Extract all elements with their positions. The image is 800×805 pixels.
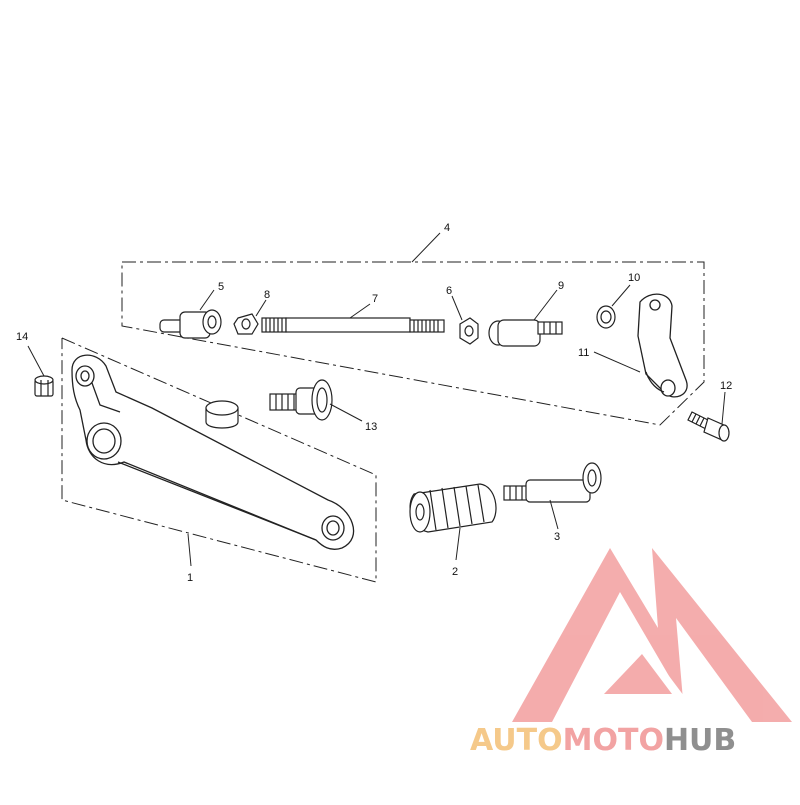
callout-5: 5 — [218, 281, 224, 293]
callout-12: 12 — [720, 380, 732, 392]
bushing — [205, 400, 239, 429]
wordmark-moto: MOTO — [563, 723, 664, 758]
shift-arm-11 — [637, 293, 688, 398]
nut-14 — [34, 375, 54, 397]
assembly-outline-lower — [61, 337, 377, 583]
rod-end-5 — [159, 309, 222, 339]
watermark-wordmark: AUTOMOTOHUB — [470, 723, 736, 758]
callout-13: 13 — [365, 421, 377, 433]
rod-end-9 — [488, 319, 563, 347]
callout-4: 4 — [444, 222, 450, 234]
nut-8 — [233, 313, 259, 335]
callout-9: 9 — [558, 280, 564, 292]
washer-10 — [596, 305, 616, 329]
callout-14: 14 — [16, 331, 28, 343]
watermark-logo-icon — [512, 548, 792, 722]
foot-rubber-2 — [409, 483, 497, 533]
leader-lines — [27, 232, 726, 567]
callout-6: 6 — [446, 285, 452, 297]
shift-rod-7 — [261, 317, 445, 333]
nut-6 — [459, 317, 479, 345]
callout-3: 3 — [554, 531, 560, 543]
callout-7: 7 — [372, 293, 378, 305]
callout-2: 2 — [452, 566, 458, 578]
assembly-outline-upper — [121, 261, 705, 426]
callout-labels: 1 2 3 4 5 6 7 8 9 10 11 12 13 14 — [16, 222, 732, 584]
pivot-bolt-13 — [269, 379, 333, 421]
callout-8: 8 — [264, 289, 270, 301]
wordmark-auto: AUTO — [470, 723, 563, 758]
svg-text:AUTOMOTOHUB: AUTOMOTOHUB — [470, 723, 736, 758]
pin-3 — [503, 462, 602, 503]
callout-11: 11 — [578, 347, 589, 359]
shift-lever — [71, 354, 355, 550]
callout-10: 10 — [628, 272, 640, 284]
callout-1: 1 — [187, 572, 193, 584]
wordmark-hub: HUB — [664, 723, 736, 758]
cap-screw-12 — [687, 411, 730, 442]
